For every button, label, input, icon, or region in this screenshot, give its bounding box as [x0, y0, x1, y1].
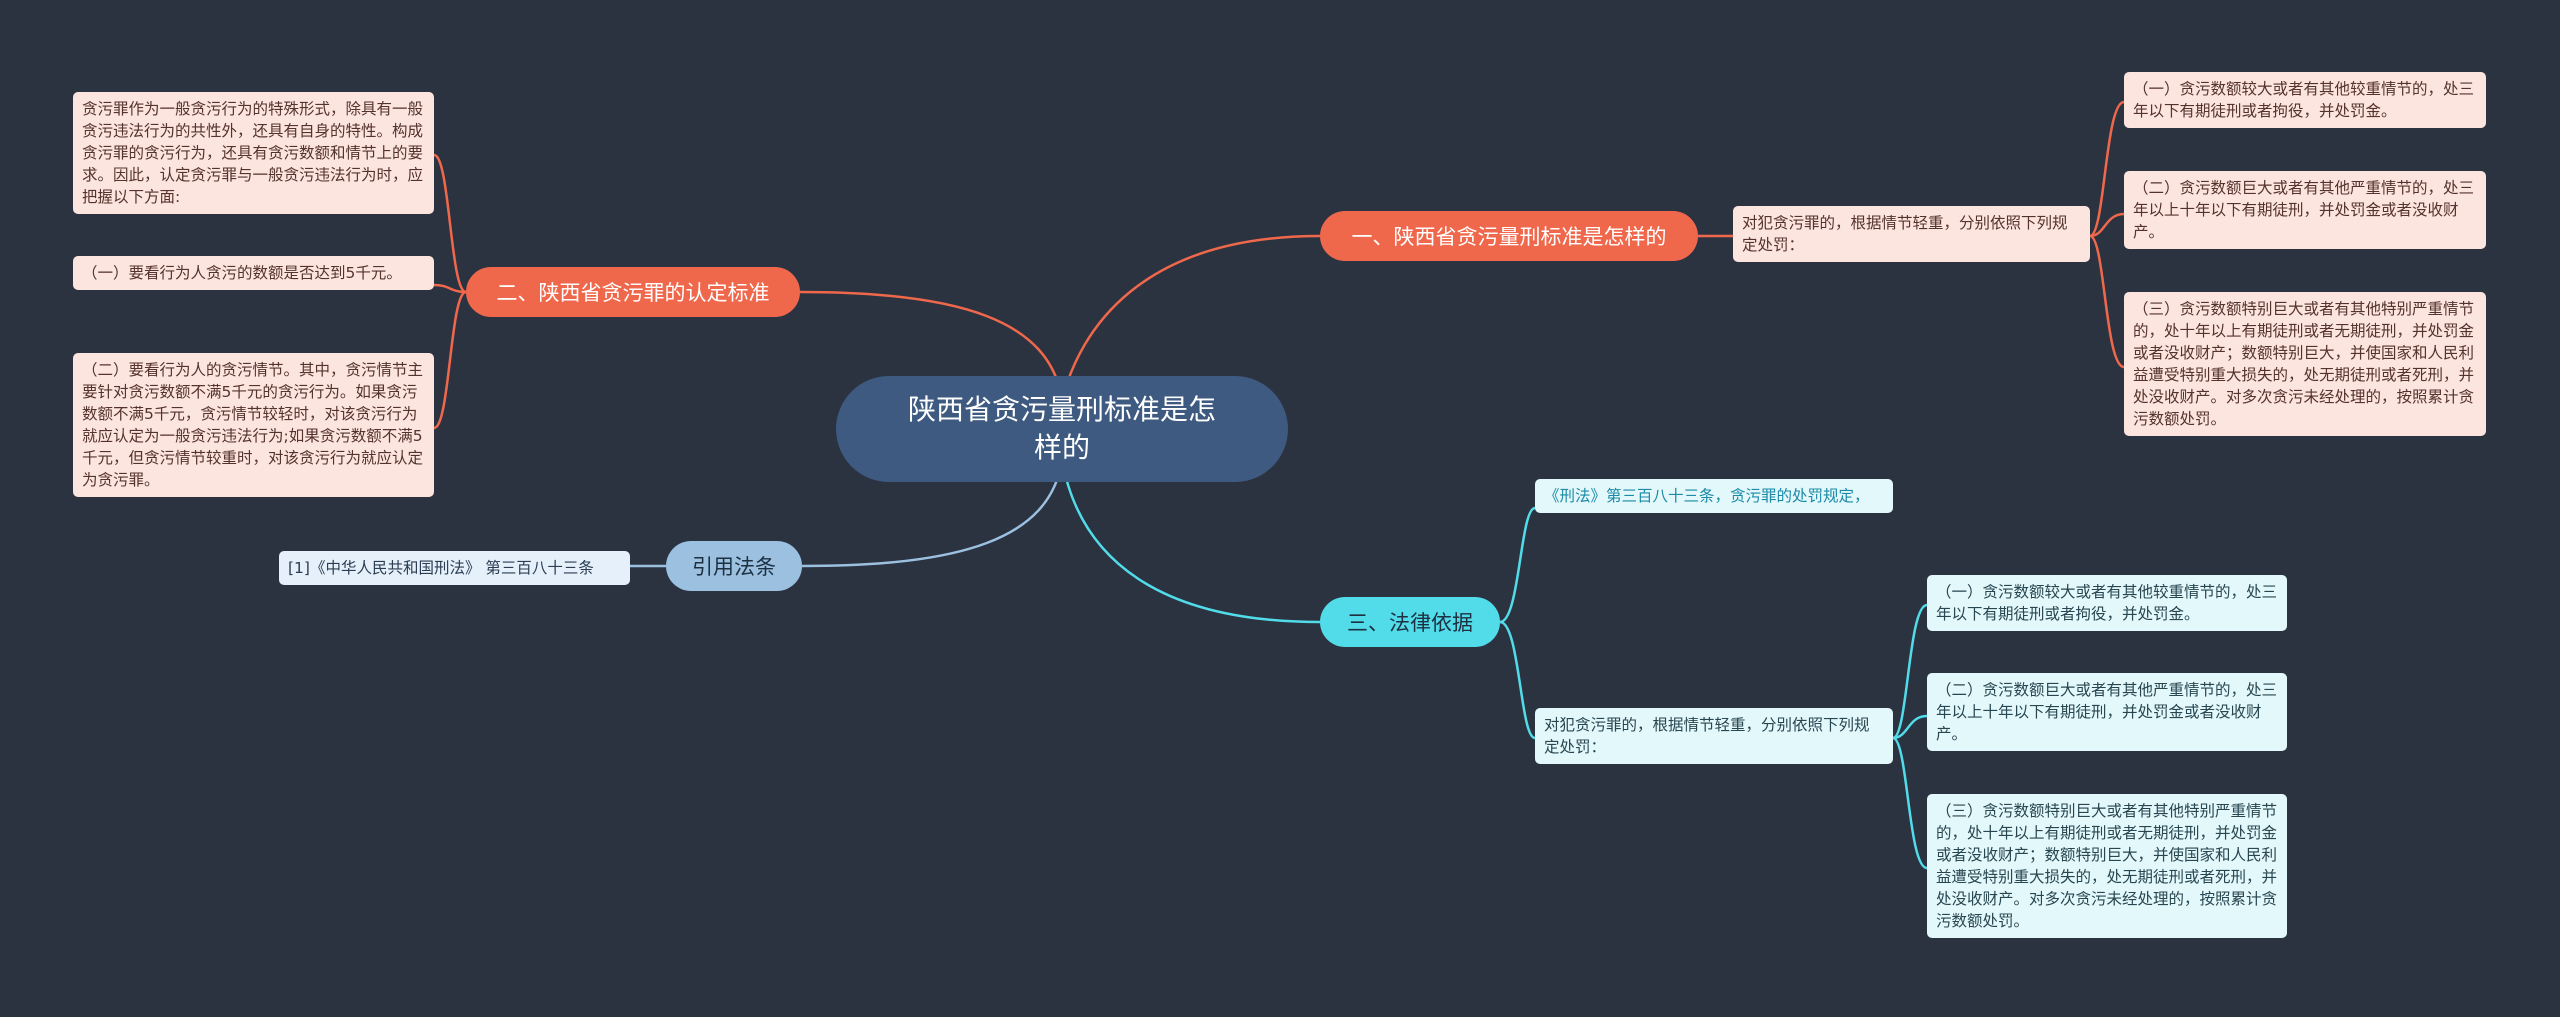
leaf-b1-item-2[interactable]: （二）贪污数额巨大或者有其他严重情节的，处三年以上十年以下有期徒刑，并处罚金或者… — [2124, 171, 2486, 249]
leaf-b3-intro[interactable]: 对犯贪污罪的，根据情节轻重，分别依照下列规定处罚： — [1535, 708, 1893, 764]
edge-center-b2 — [799, 290, 1064, 401]
branch-label: 一、陕西省贪污量刑标准是怎样的 — [1351, 225, 1667, 249]
leaf-b3-item-3[interactable]: （三）贪污数额特别巨大或者有其他特别严重情节的，处十年以上有期徒刑或者无期徒刑，… — [1927, 794, 2287, 938]
edge-center-b3 — [1060, 459, 1321, 624]
edge-b2-2 — [433, 283, 467, 294]
central-topic[interactable]: 陕西省贪污量刑标准是怎样的 — [836, 376, 1288, 482]
leaf-b3-criminal-law[interactable]: 《刑法》第三百八十三条，贪污罪的处罚规定， — [1535, 479, 1893, 513]
leaf-b2-item-3[interactable]: （二）要看行为人的贪污情节。其中，贪污情节主要针对贪污数额不满5千元的贪污行为。… — [73, 353, 434, 497]
edge-mid-b3-3 — [1892, 714, 1928, 740]
leaf-b3-item-2[interactable]: （二）贪污数额巨大或者有其他严重情节的，处三年以上十年以下有期徒刑，并处罚金或者… — [1927, 673, 2287, 751]
edge-mid-b3-2 — [1892, 603, 1928, 740]
branch-cited-statutes[interactable]: 引用法条 — [666, 541, 802, 591]
edge-center-b1 — [1060, 234, 1321, 401]
edge-b2-3 — [433, 290, 467, 430]
leaf-b1-item-3[interactable]: （三）贪污数额特别巨大或者有其他特别严重情节的，处十年以上有期徒刑或者无期徒刑，… — [2124, 292, 2486, 436]
edge-center-b4 — [801, 459, 1064, 568]
branch-sentencing-standard[interactable]: 一、陕西省贪污量刑标准是怎样的 — [1320, 211, 1698, 261]
edge-b3-mid — [1499, 620, 1536, 740]
leaf-b3-item-1[interactable]: （一）贪污数额较大或者有其他较重情节的，处三年以下有期徒刑或者拘役，并处罚金。 — [1927, 575, 2287, 631]
central-topic-label: 陕西省贪污量刑标准是怎样的 — [907, 393, 1216, 464]
criminal-law-link[interactable]: 《刑法》第三百八十三条，贪污罪的处罚规定， — [1544, 487, 1870, 505]
leaf-b1-intro[interactable]: 对犯贪污罪的，根据情节轻重，分别依照下列规定处罚： — [1733, 206, 2090, 262]
leaf-b1-item-1[interactable]: （一）贪污数额较大或者有其他较重情节的，处三年以下有期徒刑或者拘役，并处罚金。 — [2124, 72, 2486, 128]
edge-mid-b1-1 — [2089, 100, 2125, 238]
branch-label: 三、法律依据 — [1347, 611, 1473, 635]
branch-label: 二、陕西省贪污罪的认定标准 — [496, 281, 770, 305]
leaf-b2-item-2[interactable]: （一）要看行为人贪污的数额是否达到5千元。 — [73, 256, 434, 290]
edge-b2-1 — [433, 153, 467, 294]
edge-b3-1 — [1499, 506, 1536, 624]
branch-identification-standard[interactable]: 二、陕西省贪污罪的认定标准 — [466, 267, 800, 317]
edge-mid-b1-2 — [2089, 212, 2125, 238]
citation-link[interactable]: [1]《中华人民共和国刑法》 第三百八十三条 — [288, 559, 594, 577]
leaf-b2-item-1[interactable]: 贪污罪作为一般贪污行为的特殊形式，除具有一般贪污违法行为的共性外，还具有自身的特… — [73, 92, 434, 214]
branch-legal-basis[interactable]: 三、法律依据 — [1320, 597, 1500, 647]
branch-label: 引用法条 — [692, 555, 776, 579]
leaf-b4-citation[interactable]: [1]《中华人民共和国刑法》 第三百八十三条 — [279, 551, 630, 585]
edge-mid-b1-3 — [2089, 234, 2125, 369]
edge-mid-b3-4 — [1892, 736, 1928, 870]
